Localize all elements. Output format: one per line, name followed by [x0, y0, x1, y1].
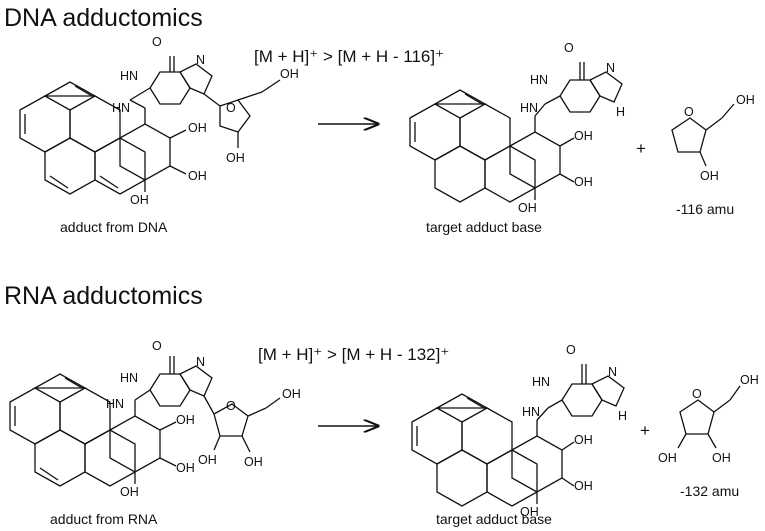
- dna-sugar-atom-o: O: [684, 105, 694, 119]
- dna-caption-target: target adduct base: [426, 219, 542, 235]
- dna-base-atom-hn-linker: HN: [520, 101, 538, 115]
- dna-reaction-equation: [M + H]⁺ > [M + H - 116]⁺: [254, 47, 444, 66]
- dna-adduct-oh-3: OH: [130, 193, 149, 207]
- rna-base-atom-hn: HN: [532, 375, 550, 389]
- dna-adduct-sugar-oh-2: OH: [226, 151, 245, 165]
- rna-base-oh-3: OH: [520, 505, 539, 519]
- dna-adduct-structure: [19, 56, 281, 195]
- rna-adduct-oh-2: OH: [176, 461, 195, 475]
- dna-base-oh-2: OH: [574, 175, 593, 189]
- rna-caption-target: target adduct base: [436, 511, 552, 527]
- rna-target-base-structure: [411, 364, 625, 507]
- dna-base-oh-1: OH: [574, 129, 593, 143]
- dna-target-base-structure: [409, 62, 623, 203]
- rna-adduct-atom-n: N: [196, 355, 205, 369]
- rna-base-atom-n: N: [608, 365, 617, 379]
- rna-adduct-atom-hn-linker: HN: [106, 397, 124, 411]
- rna-adduct-structure: [9, 356, 281, 487]
- rna-caption-adduct: adduct from RNA: [50, 511, 158, 527]
- dna-base-atom-nh: H: [616, 105, 625, 119]
- dna-base-atom-o: O: [564, 41, 574, 55]
- rna-adduct-sugar-o: O: [226, 399, 236, 413]
- rna-reaction-equation: [M + H]⁺ > [M + H - 132]⁺: [258, 345, 449, 364]
- dna-adduct-atom-n: N: [196, 53, 205, 67]
- rna-plus-sign: +: [640, 421, 650, 440]
- dna-adduct-sugar-o: O: [226, 101, 236, 115]
- dna-adduct-atom-hn: HN: [120, 69, 138, 83]
- dna-caption-adduct: adduct from DNA: [60, 219, 168, 235]
- rna-base-atom-nh: H: [618, 409, 627, 423]
- dna-base-oh-3: OH: [518, 201, 537, 215]
- rna-sugar-oh-2: OH: [658, 451, 677, 465]
- dna-adduct-sugar-oh-1: OH: [280, 67, 299, 81]
- rna-base-atom-o: O: [566, 343, 576, 357]
- rna-adduct-atom-o: O: [152, 339, 162, 353]
- dna-sugar-fragment-structure: [671, 103, 735, 167]
- rna-sugar-oh-1: OH: [740, 373, 759, 387]
- dna-mass-loss: -116 amu: [676, 201, 734, 217]
- rna-sugar-fragment-structure: [677, 385, 741, 449]
- dna-section-title: DNA adductomics: [4, 4, 203, 32]
- rna-adduct-sugar-oh-2: OH: [198, 453, 217, 467]
- rna-base-oh-2: OH: [574, 479, 593, 493]
- dna-plus-sign: +: [636, 139, 646, 158]
- dna-adduct-oh-1: OH: [188, 121, 207, 135]
- rna-sugar-atom-o: O: [692, 387, 702, 401]
- rna-section-title: RNA adductomics: [4, 282, 203, 310]
- dna-adduct-atom-o: O: [152, 35, 162, 49]
- dna-sugar-oh-1: OH: [736, 93, 755, 107]
- dna-adduct-oh-2: OH: [188, 169, 207, 183]
- rna-adduct-sugar-oh-1: OH: [282, 387, 301, 401]
- rna-base-atom-hn-linker: HN: [522, 405, 540, 419]
- rna-adduct-oh-3: OH: [120, 485, 139, 499]
- dna-sugar-oh-2: OH: [700, 169, 719, 183]
- dna-base-atom-n: N: [606, 61, 615, 75]
- rna-adduct-atom-hn: HN: [120, 371, 138, 385]
- rna-sugar-oh-3: OH: [712, 451, 731, 465]
- rna-adduct-oh-1: OH: [176, 413, 195, 427]
- rna-base-oh-1: OH: [574, 433, 593, 447]
- dna-base-atom-hn: HN: [530, 73, 548, 87]
- dna-adduct-atom-hn-linker: HN: [112, 101, 130, 115]
- rna-adduct-sugar-oh-3: OH: [244, 455, 263, 469]
- rna-mass-loss: -132 amu: [680, 483, 739, 499]
